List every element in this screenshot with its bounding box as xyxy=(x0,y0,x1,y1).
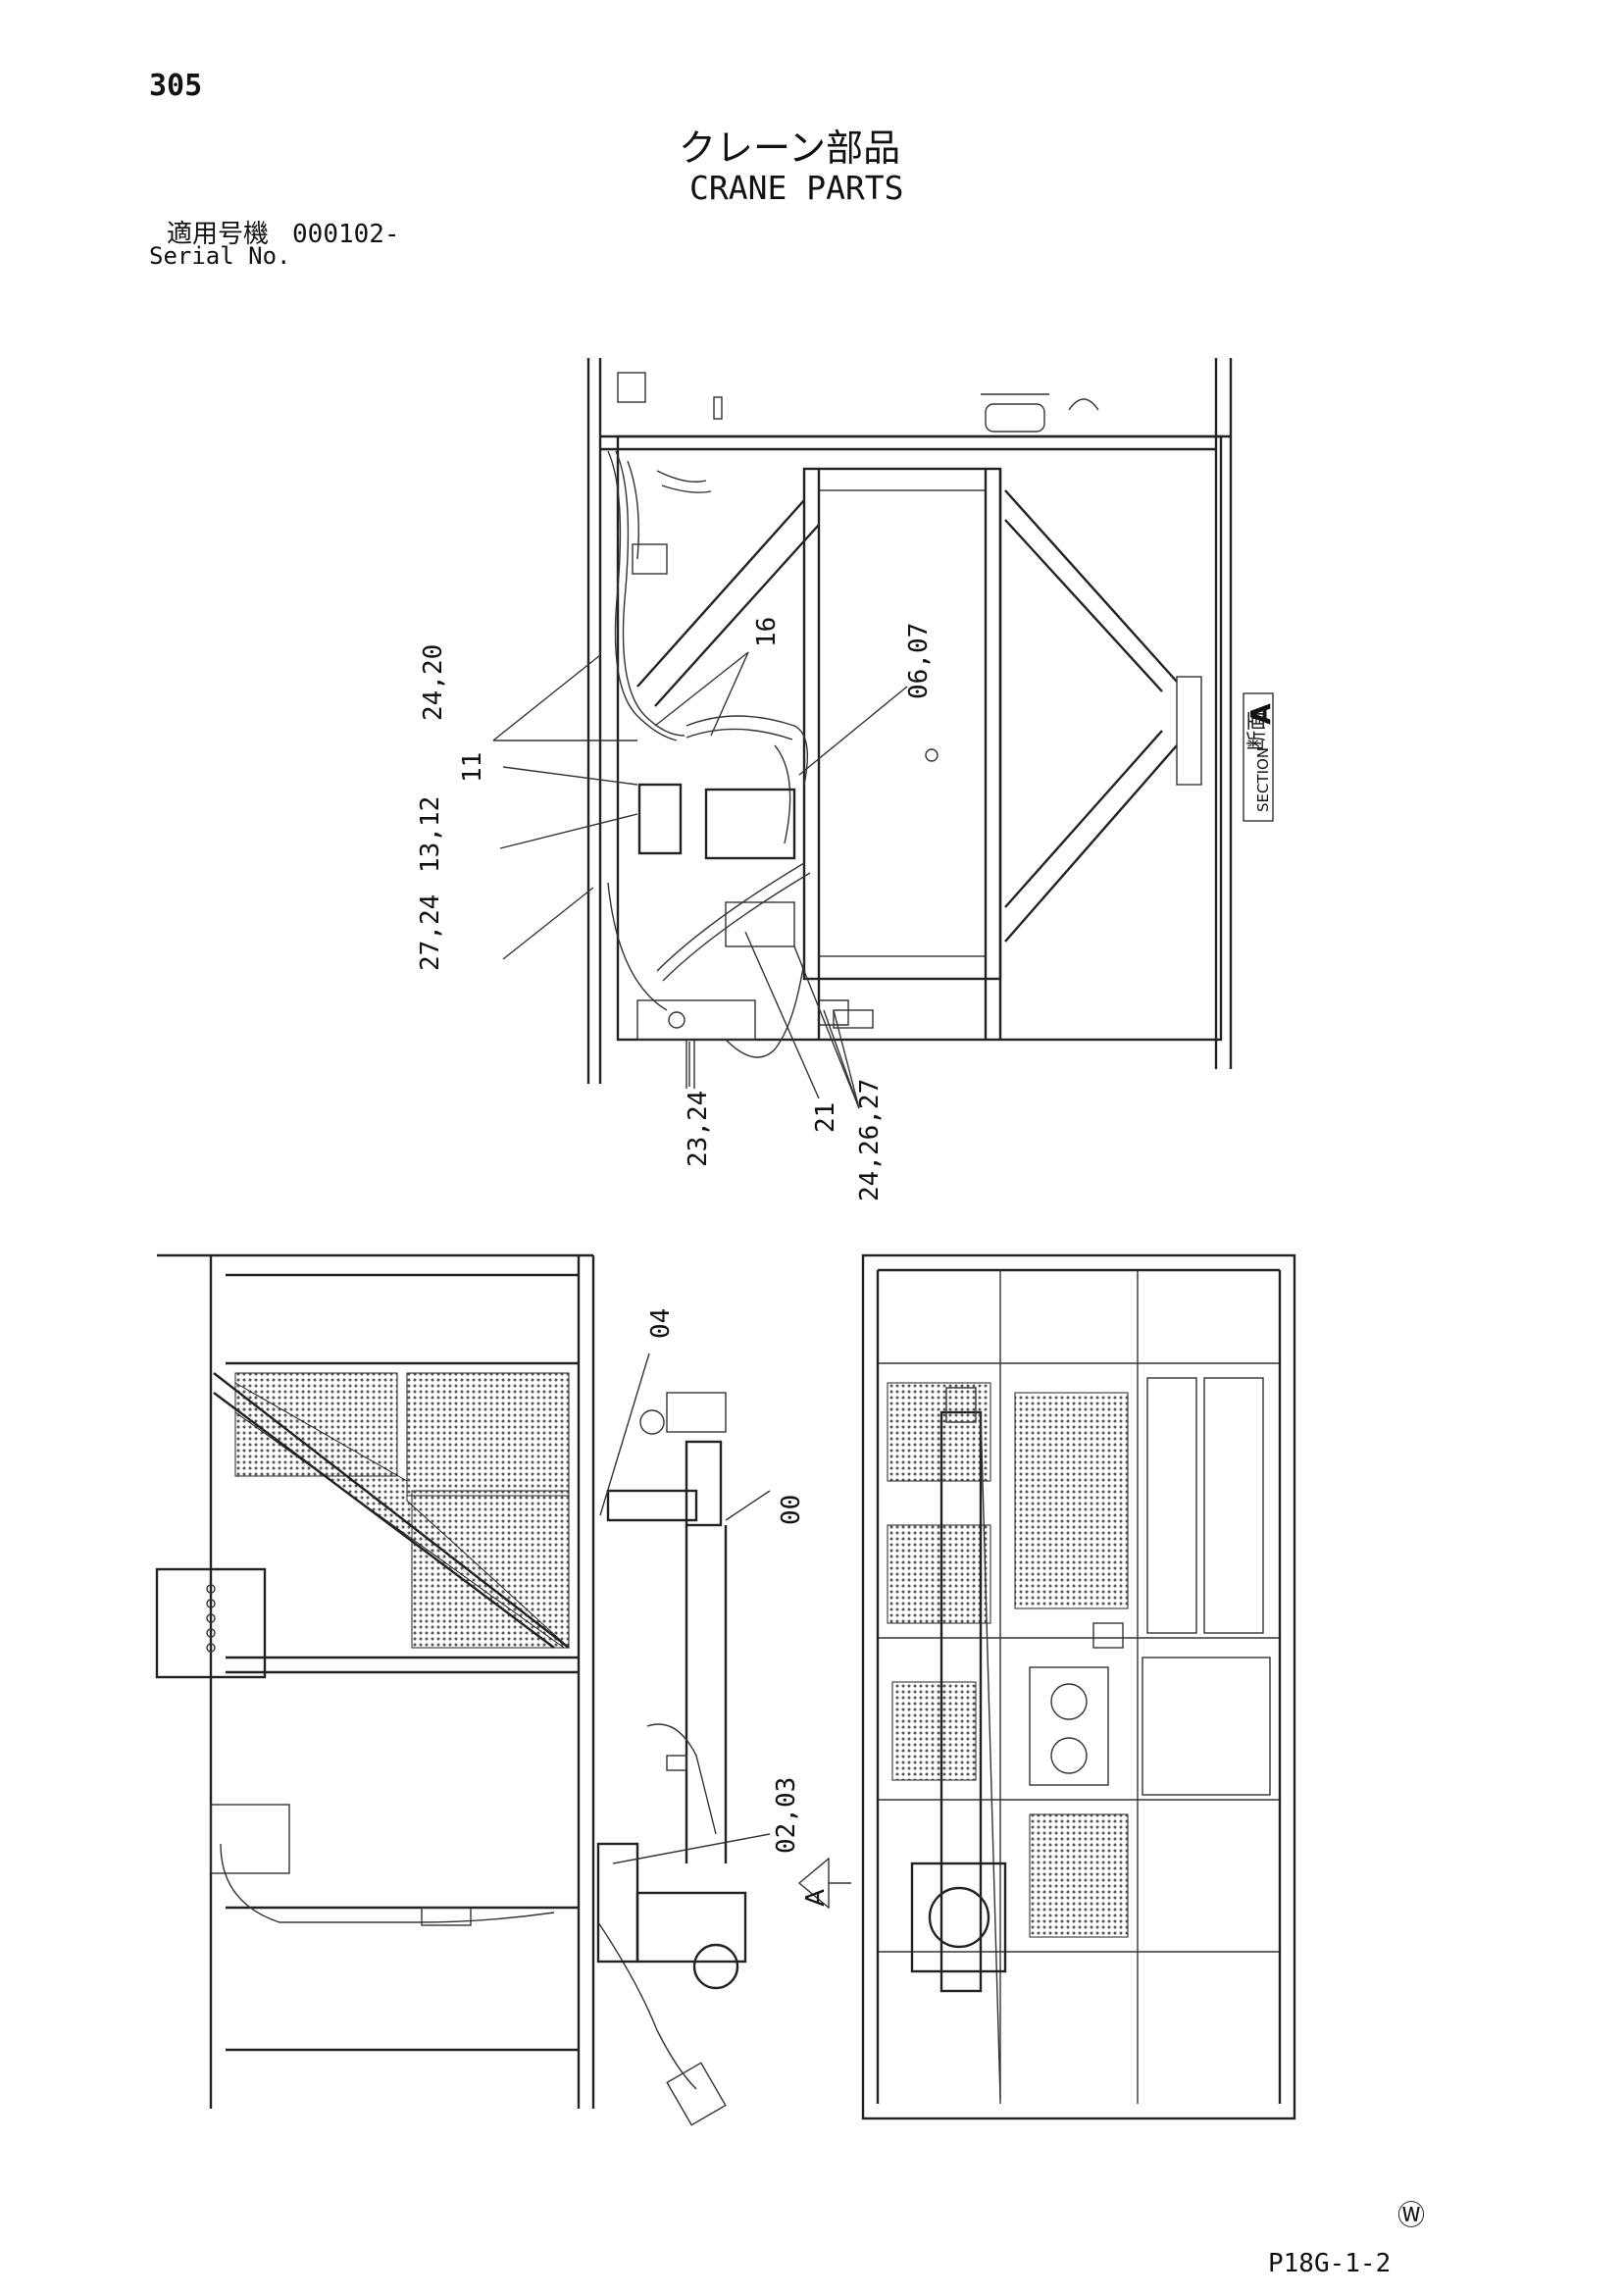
section-arrow-letter: A xyxy=(801,1889,831,1907)
callout-02-03: 02,03 xyxy=(772,1777,801,1854)
footer-code: P18G-1-2 xyxy=(1268,2249,1392,2278)
callout-16: 16 xyxy=(752,617,782,647)
section-a-label: 断面 SECTION A xyxy=(1243,692,1277,822)
section-letter: A xyxy=(1244,703,1277,725)
callout-11: 11 xyxy=(458,752,487,783)
callout-labels: 24,20 16 11 06,07 13,12 27,24 23,24 21 2… xyxy=(416,617,934,1854)
serial-line-japanese: 適用号機 000102- xyxy=(167,214,400,250)
serial-value: 000102- xyxy=(292,220,400,249)
callout-24-26-27: 24,26,27 xyxy=(855,1079,885,1201)
callout-24-20: 24,20 xyxy=(419,644,448,721)
plan-view: A xyxy=(797,1253,1296,2120)
serial-label-english: Serial No. xyxy=(149,242,291,270)
section-label-english: SECTION xyxy=(1254,747,1272,812)
page-title-english: CRANE PARTS xyxy=(689,169,904,207)
side-elevation-view xyxy=(155,1253,771,2126)
page-title-japanese: クレーン部品 xyxy=(679,127,901,170)
callout-04: 04 xyxy=(646,1308,676,1339)
callout-13-12: 13,12 xyxy=(416,796,445,873)
top-section-view xyxy=(492,358,1233,1109)
callout-06-07: 06,07 xyxy=(904,623,934,699)
callout-27-24: 27,24 xyxy=(416,894,445,971)
callout-00: 00 xyxy=(777,1495,806,1525)
page-number: 305 xyxy=(149,69,203,103)
callout-21: 21 xyxy=(811,1102,840,1133)
section-label-japanese: 断面 xyxy=(1244,711,1268,750)
callout-23-24: 23,24 xyxy=(684,1091,713,1167)
serial-label-japanese: 適用号機 xyxy=(167,220,270,249)
footer-mark: Ⓦ xyxy=(1397,2199,1426,2231)
